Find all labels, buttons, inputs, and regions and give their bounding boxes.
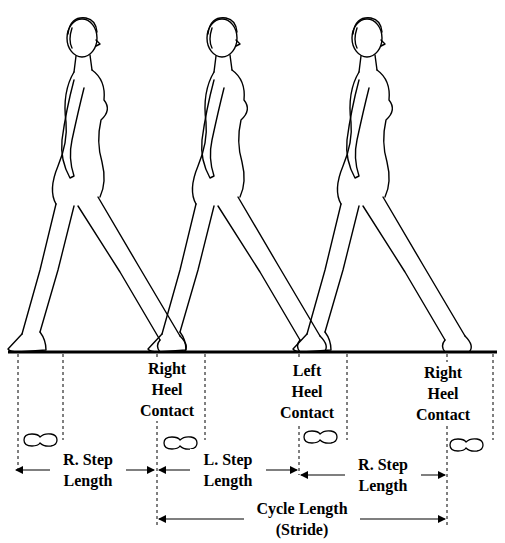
stride-length-label: Cycle Length (Stride) xyxy=(244,498,360,540)
step-length-label: R. Step Length xyxy=(50,449,126,491)
step-length-label: L. Step Length xyxy=(190,449,266,491)
step-length-label: R. Step Length xyxy=(345,454,421,496)
heel-contact-label: Left Heel Contact xyxy=(278,360,336,423)
heel-contact-label: Right Heel Contact xyxy=(414,362,472,425)
heel-contact-label: Right Heel Contact xyxy=(138,358,196,421)
